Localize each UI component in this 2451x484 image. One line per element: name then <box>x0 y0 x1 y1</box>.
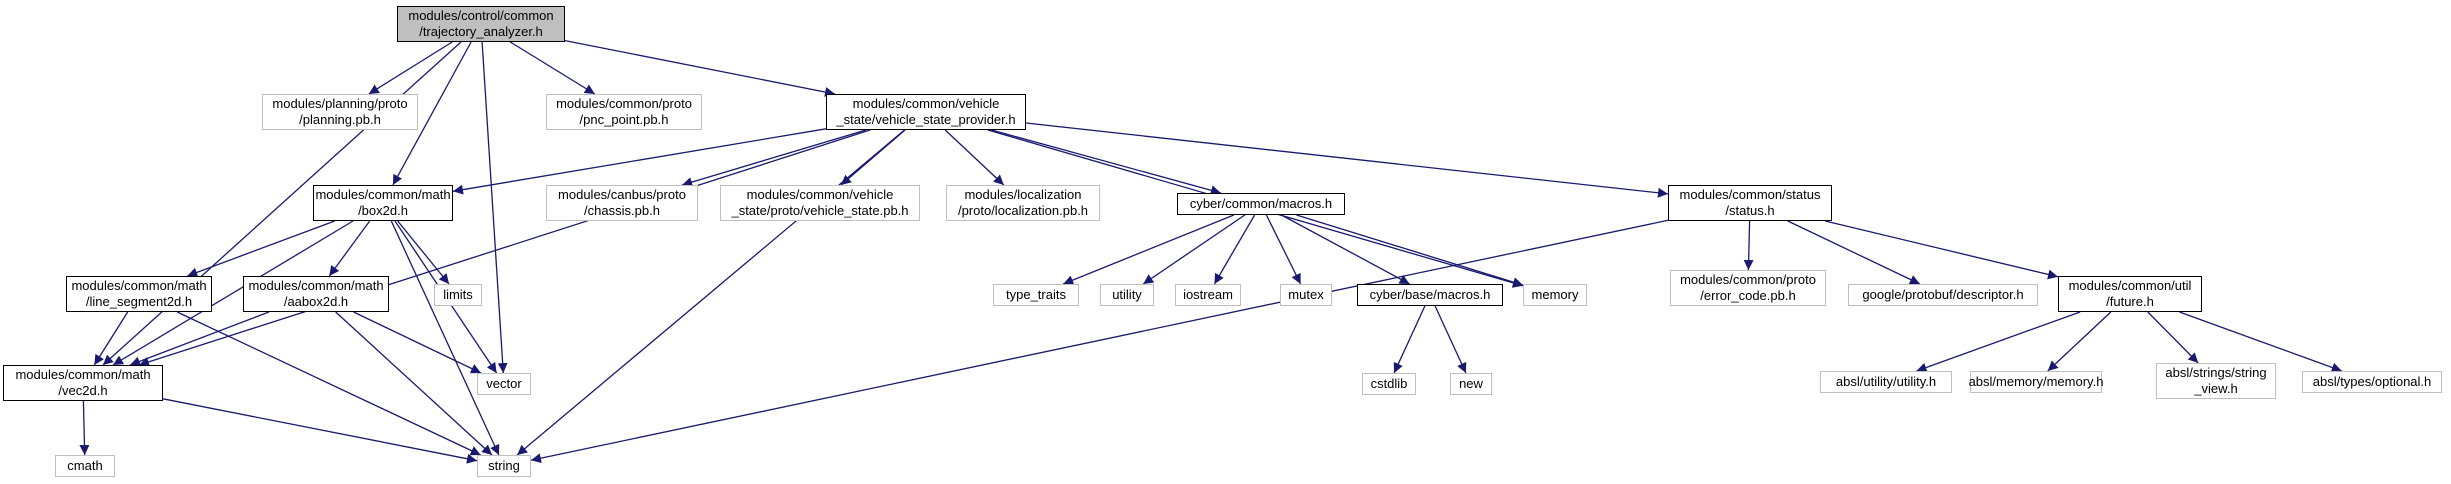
edge-box2d-to-vec2d <box>112 220 354 366</box>
node-error-code-pb: modules/common/proto /error_code.pb.h <box>1670 270 1826 306</box>
dependency-edges <box>79 39 2343 464</box>
node-vehicle-state-provider[interactable]: modules/common/vehicle _state/vehicle_st… <box>826 94 1026 130</box>
node-localization-pb: modules/localization /proto/localization… <box>946 185 1100 221</box>
edge-status-to-error-code-pb <box>1743 220 1754 271</box>
node-mutex: mutex <box>1280 284 1332 306</box>
edge-future-to-absl-optional <box>2179 311 2343 373</box>
edge-box2d-to-line-segment2d <box>187 220 335 278</box>
edge-vehicle-state-provider-to-string <box>516 129 905 456</box>
node-limits: limits <box>434 284 482 306</box>
node-utility: utility <box>1100 284 1154 306</box>
edge-box2d-to-limits <box>397 220 450 285</box>
edge-cyber-common-macros-to-type-traits <box>1062 214 1235 285</box>
edge-cyber-base-macros-to-new <box>1434 305 1467 374</box>
edge-trajectory-analyzer-to-vector <box>481 41 508 374</box>
node-chassis-pb: modules/canbus/proto /chassis.pb.h <box>546 185 698 221</box>
node-vec2d[interactable]: modules/common/math /vec2d.h <box>3 365 163 401</box>
node-string: string <box>477 455 531 477</box>
edge-cyber-common-macros-to-utility <box>1142 214 1246 285</box>
node-memory: memory <box>1523 284 1587 306</box>
edge-line-segment2d-to-vec2d <box>93 311 129 366</box>
node-absl-utility: absl/utility/utility.h <box>1820 371 1952 393</box>
node-cyber-base-macros[interactable]: cyber/base/macros.h <box>1357 284 1503 306</box>
node-trajectory-analyzer[interactable]: modules/control/common /trajectory_analy… <box>397 6 565 42</box>
edge-vehicle-state-provider-to-box2d <box>452 128 827 195</box>
edge-cyber-common-macros-to-memory <box>1296 214 1524 287</box>
node-type-traits: type_traits <box>993 284 1079 306</box>
edge-cyber-common-macros-to-cyber-base-macros <box>1281 214 1410 285</box>
edge-future-to-absl-string-view <box>2147 311 2199 364</box>
node-cyber-common-macros[interactable]: cyber/common/macros.h <box>1177 193 1345 215</box>
edge-cyber-common-macros-to-iostream <box>1213 214 1256 285</box>
edge-aabox2d-to-vec2d <box>129 311 270 367</box>
node-absl-optional: absl/types/optional.h <box>2302 371 2442 393</box>
edge-cyber-common-macros-to-mutex <box>1265 214 1302 285</box>
edge-future-to-absl-utility <box>1916 311 2081 373</box>
edge-cyber-base-macros-to-cstdlib <box>1393 305 1426 374</box>
node-status[interactable]: modules/common/status /status.h <box>1668 185 1832 221</box>
edge-vec2d-to-string <box>162 398 478 464</box>
node-vector: vector <box>477 373 531 395</box>
edge-vehicle-state-provider-to-cyber-common-macros <box>991 129 1222 196</box>
edge-trajectory-analyzer-to-vehicle-state-provider <box>564 39 836 97</box>
edge-vehicle-state-provider-to-chassis-pb <box>681 129 867 187</box>
edge-box2d-to-aabox2d <box>328 220 371 277</box>
edge-aabox2d-to-vector <box>353 311 482 374</box>
node-vehicle-state-pb: modules/common/vehicle _state/proto/vehi… <box>720 185 920 221</box>
edge-vec2d-to-cmath <box>79 400 90 456</box>
edge-vehicle-state-provider-to-localization-pb <box>944 129 1005 186</box>
node-line-segment2d[interactable]: modules/common/math /line_segment2d.h <box>66 276 212 312</box>
edge-aabox2d-to-string <box>335 311 493 456</box>
node-protobuf-descriptor: google/protobuf/descriptor.h <box>1848 284 2038 306</box>
edge-status-to-descriptor <box>1787 220 1921 285</box>
edge-status-to-string <box>530 219 1669 464</box>
node-new: new <box>1450 373 1492 395</box>
node-aabox2d[interactable]: modules/common/math /aabox2d.h <box>243 276 389 312</box>
edge-vehicle-state-provider-to-vec2d <box>138 129 871 367</box>
node-future[interactable]: modules/common/util /future.h <box>2058 276 2202 312</box>
edge-vehicle-state-provider-to-status <box>1025 122 1669 198</box>
edge-trajectory-analyzer-to-planning-pb <box>368 41 453 95</box>
edge-trajectory-analyzer-to-pnc-point-pb <box>509 41 596 95</box>
edge-line-segment2d-to-string <box>176 311 481 456</box>
node-pnc-point-pb: modules/common/proto /pnc_point.pb.h <box>546 94 702 130</box>
edge-status-to-future <box>1825 220 2059 280</box>
node-cstdlib: cstdlib <box>1362 373 1416 395</box>
node-planning-pb: modules/planning/proto /planning.pb.h <box>262 94 418 130</box>
node-box2d[interactable]: modules/common/math /box2d.h <box>313 185 453 221</box>
node-absl-string-view: absl/strings/string _view.h <box>2156 363 2276 399</box>
edge-future-to-absl-memory <box>2047 311 2112 372</box>
edge-trajectory-analyzer-to-box2d <box>392 41 472 186</box>
node-absl-memory: absl/memory/memory.h <box>1969 371 2103 393</box>
edge-box2d-to-string <box>390 220 500 456</box>
node-cmath: cmath <box>55 455 115 477</box>
node-iostream: iostream <box>1175 284 1241 306</box>
